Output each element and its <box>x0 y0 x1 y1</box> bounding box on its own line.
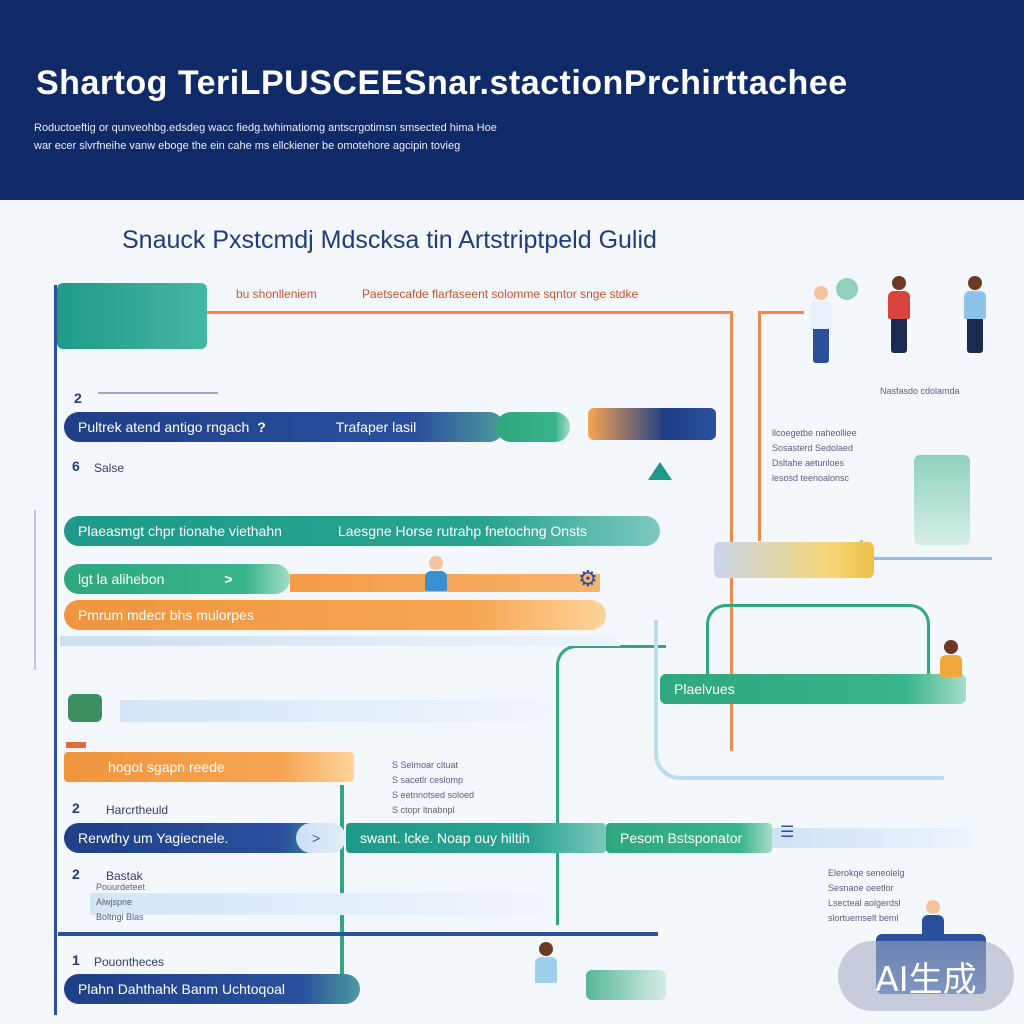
wire-bottom-green <box>340 785 344 995</box>
side-text-mid-1: S Selmoar cltuat <box>392 760 459 770</box>
illustration-card-mid <box>714 542 874 578</box>
diagram-title: Snauck Pxstcmdj Mdscksa tin Artstriptpel… <box>122 226 657 254</box>
side-text-bottom-list: Elerokqe seneolelg Sesnaoe oeetlor Lsect… <box>828 866 905 926</box>
small-left-list: Pouurdeteet Alwjspne Boltngi Blas <box>96 880 145 925</box>
row-1-text: Pultrek atend antigo rngach <box>78 419 250 435</box>
row-9-right-text: Pesom Bstsponator <box>620 830 743 846</box>
wire-lightblue-low <box>90 893 550 915</box>
left-frame-line <box>54 285 57 1015</box>
wire-bottom-navy <box>58 932 658 936</box>
row-3-pill[interactable]: Plaeasmgt chpr tionahe viethahn Laesgne … <box>64 516 660 546</box>
wire-lightblue-mid2 <box>120 700 550 722</box>
people-caption: Nasfasdo cdolamda <box>880 386 960 396</box>
wire-lightblue-loop <box>654 620 944 780</box>
person-figure-2 <box>884 276 914 353</box>
row-9-suffix: > <box>312 830 321 846</box>
person-figure-7 <box>526 942 566 983</box>
side-text-mid-3: S eetnnotsed soloed <box>392 790 475 800</box>
right-green-pill-text: Plaelvues <box>674 681 735 697</box>
illustration-card-bottom-mid <box>586 970 666 1000</box>
row-1-suffix: ? <box>257 419 266 435</box>
row-1-tail <box>496 412 570 442</box>
side-text-bottom-3: Lsecteal aolgerdsl <box>828 898 901 908</box>
top-teal-block <box>57 283 207 349</box>
side-text-mid-2: S sacetlr ceslomp <box>392 775 464 785</box>
small-left-3: Boltngi Blas <box>96 912 144 922</box>
subtitle-line-2: war ecer slvrfneihe vanw eboge the ein c… <box>34 140 461 152</box>
row-9-arrow-box[interactable]: > <box>296 823 346 853</box>
row-9-right-pill[interactable]: Pesom Bstsponator <box>606 823 772 853</box>
right-green-pill[interactable]: Plaelvues <box>660 674 966 704</box>
row-2-label: Salse <box>94 461 125 475</box>
row-3-right: Laesgne Horse rutrahp fnetochng Onsts <box>337 523 587 539</box>
row-1-number: 2 <box>74 390 82 406</box>
menu-icon: ☰ <box>780 824 795 841</box>
illustration-card-top <box>588 408 716 440</box>
side-text-bottom-1: Elerokqe seneolelg <box>828 868 905 878</box>
row-5-text: Pmrum mdecr bhs mulorpes <box>78 607 254 623</box>
row-2-number: 6 <box>72 458 80 474</box>
row-11-number: 1 <box>72 952 80 968</box>
row-4-pill[interactable]: lgt la alihebon > <box>64 564 290 594</box>
row-1-right: Trafaper lasil <box>335 419 417 435</box>
row-1-label-line <box>98 392 218 394</box>
illustration-card-right <box>914 455 970 545</box>
gear-icon: ⚙ <box>578 566 598 591</box>
row-8-label: Harcrtheuld <box>106 803 169 817</box>
header-banner: Shartog TeriLPUSCEESnar.stactionPrchirtt… <box>0 0 1024 200</box>
person-figure-4 <box>424 556 448 591</box>
person-figure-3 <box>960 276 990 353</box>
row-12-text: Plahn Dahthahk Banm Uchtoqoal <box>78 981 286 997</box>
side-text-bottom-2: Sesnaoe oeetlor <box>828 883 894 893</box>
row-10-label: Bastak <box>106 869 143 883</box>
row-6-card <box>68 694 102 722</box>
wire-right-orange-vertical <box>758 311 761 541</box>
side-text-top-3: Dsltahe aetunloes <box>772 458 845 468</box>
wire-orange-vertical <box>730 311 733 751</box>
person-figure-5 <box>938 640 964 677</box>
row-7-text: hogot sgapn reede <box>108 759 225 775</box>
chat-bubble-icon <box>836 278 858 300</box>
row-1-pill[interactable]: Pultrek atend antigo rngach ? Trafaper l… <box>64 412 504 442</box>
side-text-top-2: Sosasterd Sedolaed <box>772 443 854 453</box>
wire-right-orange <box>758 311 804 314</box>
row-5-pill[interactable]: Pmrum mdecr bhs mulorpes <box>64 600 606 630</box>
side-text-top-list: llcoegetbe naheolliee Sosasterd Sedolaed… <box>772 426 857 486</box>
wire-top-orange <box>207 311 732 314</box>
wire-green-loop <box>556 645 666 925</box>
row-9-pill[interactable]: Rerwthy um Yagiecnele. <box>64 823 336 853</box>
triangle-marker-icon <box>648 462 672 480</box>
row-11-label: Pouontheces <box>94 955 165 969</box>
row-9-middle-text: swant. lcke. Noap ouy hiltih <box>360 830 530 846</box>
row-10-number: 2 <box>72 866 80 882</box>
row-7-band <box>66 742 86 748</box>
row-12-pill[interactable]: Plahn Dahthahk Banm Uchtoqoal <box>64 974 360 1004</box>
row-9-text: Rerwthy um Yagiecnele. <box>78 830 229 846</box>
side-text-top-1: llcoegetbe naheolliee <box>772 428 857 438</box>
page-title: Shartog TeriLPUSCEESnar.stactionPrchirtt… <box>36 64 848 102</box>
row-7-pill[interactable]: hogot sgapn reede <box>64 752 354 782</box>
ai-watermark: AI生成 <box>838 941 1014 1011</box>
row-4-suffix: > <box>224 571 233 587</box>
row-4-text: lgt la alihebon <box>78 571 165 587</box>
wire-lightblue-mid <box>60 636 620 646</box>
row-9-middle-pill[interactable]: swant. lcke. Noap ouy hiltih <box>346 823 606 853</box>
row-8-number: 2 <box>72 800 80 816</box>
small-left-1: Pouurdeteet <box>96 882 146 892</box>
person-figure-1 <box>806 286 836 363</box>
side-text-mid-4: S ctopr ltnabnpl <box>392 805 455 815</box>
side-text-bottom-4: slortuemselt beml <box>828 913 899 923</box>
side-text-top-4: lesosd teenoalonsc <box>772 473 850 483</box>
subtitle-line-1: Roductoeftig or qunveohbg.edsdeg wacc fi… <box>34 122 497 134</box>
top-label-right: Paetsecafde flarfaseent solomme sqntor s… <box>362 287 639 301</box>
person-figure-6 <box>920 900 946 939</box>
small-left-2: Alwjspne <box>96 897 133 907</box>
left-faint-line <box>34 510 36 670</box>
top-label-left: bu shonlleniem <box>236 287 317 301</box>
side-text-mid-list: S Selmoar cltuat S sacetlr ceslomp S eet… <box>392 758 474 818</box>
row-9-lightblue-tail <box>772 828 972 848</box>
row-3-text: Plaeasmgt chpr tionahe viethahn <box>78 523 282 539</box>
